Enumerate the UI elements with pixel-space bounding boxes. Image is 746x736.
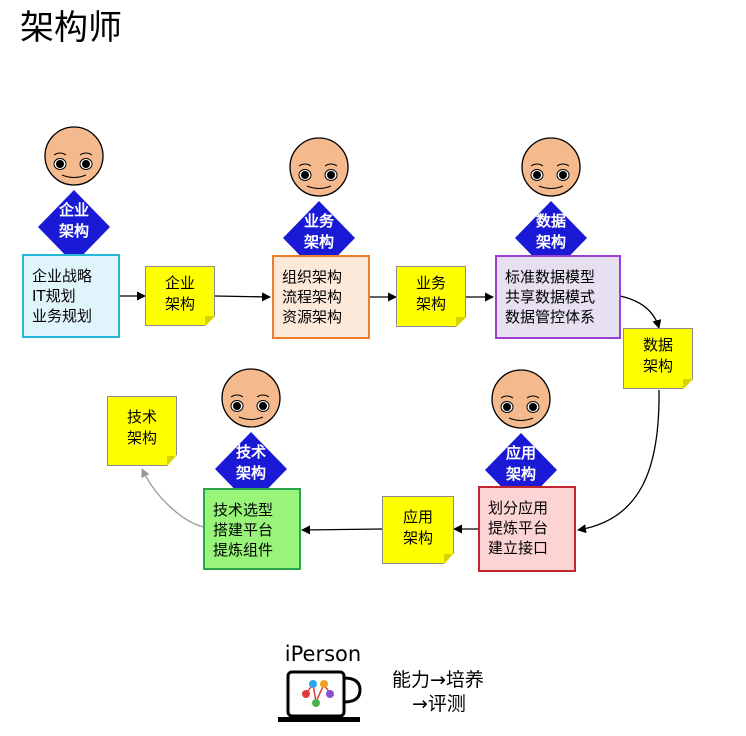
role-label-line2: 架构 <box>303 233 334 251</box>
note-line1: 数据 <box>642 336 673 354</box>
tagline-line2: →评测 <box>412 693 466 715</box>
task-line: 数据管控体系 <box>505 308 596 326</box>
application-task-box: 划分应用 提炼平台 建立接口 <box>478 486 576 572</box>
task-line: 搭建平台 <box>213 521 274 539</box>
task-line: 流程架构 <box>282 288 343 306</box>
task-line: 技术选型 <box>213 501 274 519</box>
note-line1: 企业 <box>164 274 195 292</box>
task-line: 资源架构 <box>282 308 343 326</box>
data-sticky-note: 数据 架构 <box>623 328 693 389</box>
task-line: 共享数据模式 <box>505 288 596 306</box>
note-fold <box>683 379 693 389</box>
task-line: 企业战略 <box>32 267 93 285</box>
arrow-note-to-technology <box>301 525 383 535</box>
role-label-line2: 架构 <box>535 233 566 251</box>
note-line1: 技术 <box>126 408 157 426</box>
note-line2: 架构 <box>126 429 157 447</box>
enterprise-task-box: 企业战略 IT规划 业务规划 <box>22 254 120 338</box>
data-task-box: 标准数据模型 共享数据模式 数据管控体系 <box>495 255 621 339</box>
arrow-note-to-business <box>214 292 271 302</box>
task-line: 提炼组件 <box>213 541 274 559</box>
role-label-line1: 技术 <box>235 443 266 461</box>
role-label-line1: 企业 <box>58 201 89 219</box>
enterprise-architect-figure: 企业 架构 <box>30 126 140 266</box>
task-line: 业务规划 <box>32 307 93 325</box>
arrow-note-to-application <box>577 389 660 534</box>
business-task-box: 组织架构 流程架构 资源架构 <box>272 255 370 339</box>
page-title: 架构师 <box>20 8 122 48</box>
application-sticky-note: 应用 架构 <box>382 496 454 564</box>
technology-architect-figure: 技术 架构 <box>207 368 317 508</box>
arrow-technology-to-note <box>141 468 205 528</box>
note-line2: 架构 <box>164 295 195 313</box>
task-line: 标准数据模型 <box>505 268 596 286</box>
business-sticky-note: 业务 架构 <box>396 266 466 327</box>
person-icon <box>215 368 287 506</box>
brand-tagline: 能力→培养 →评测 <box>392 668 484 716</box>
role-label-line1: 应用 <box>505 444 536 462</box>
task-line: 建立接口 <box>488 539 549 557</box>
note-line2: 架构 <box>415 295 446 313</box>
role-label-line1: 业务 <box>303 212 334 230</box>
task-line: 提炼平台 <box>488 519 549 537</box>
role-label-line2: 架构 <box>58 222 89 240</box>
note-line1: 应用 <box>402 508 433 526</box>
technology-sticky-note: 技术 架构 <box>107 396 177 466</box>
enterprise-sticky-note: 企业 架构 <box>145 266 215 326</box>
task-line: 划分应用 <box>488 499 549 517</box>
tagline-line1: 能力→培养 <box>392 669 484 691</box>
note-line1: 业务 <box>415 274 446 292</box>
technology-task-box: 技术选型 搭建平台 提炼组件 <box>203 488 301 570</box>
task-line: IT规划 <box>32 287 76 305</box>
note-fold <box>205 316 215 326</box>
person-icon <box>38 126 110 264</box>
brand-name: iPerson <box>284 642 362 666</box>
task-line: 组织架构 <box>282 268 343 286</box>
role-label-line2: 架构 <box>235 464 266 482</box>
note-fold <box>456 317 466 327</box>
role-label-line1: 数据 <box>535 212 566 230</box>
note-line2: 架构 <box>402 529 433 547</box>
role-label-line2: 架构 <box>505 465 536 483</box>
arrow-data-to-note <box>619 295 662 329</box>
note-line2: 架构 <box>642 357 673 375</box>
